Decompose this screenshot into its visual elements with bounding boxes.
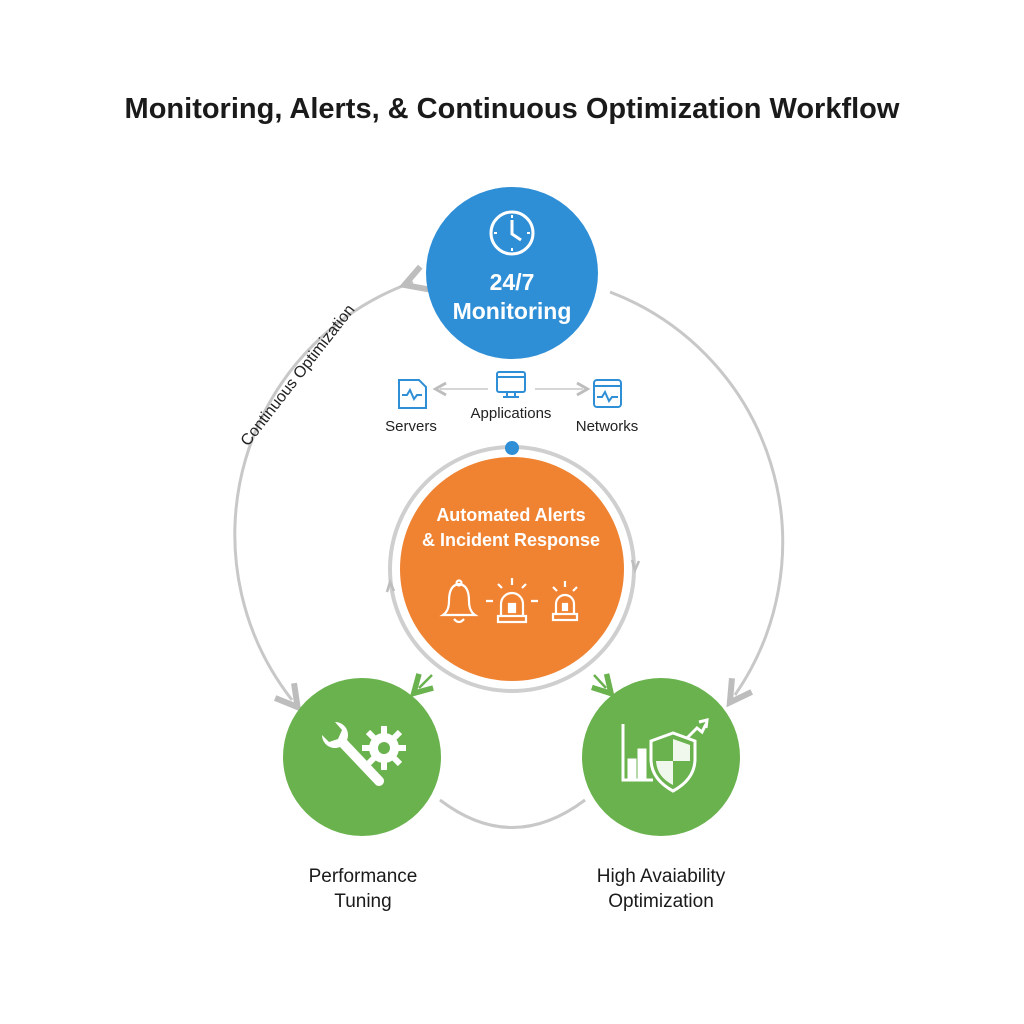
performance-node[interactable]	[283, 678, 441, 836]
wrench-gear-icon	[322, 722, 406, 786]
diagram-title: Monitoring, Alerts, & Continuous Optimiz…	[125, 93, 900, 125]
bell-icon	[439, 579, 479, 624]
servers-item: Servers	[385, 379, 437, 435]
connector-dot	[505, 441, 519, 455]
availability-line1: High Avaiability	[597, 866, 726, 887]
networks-label: Networks	[576, 418, 639, 435]
availability-line2: Optimization	[608, 891, 714, 912]
siren-icon-small	[551, 581, 579, 622]
loop-arc-right	[609, 290, 785, 695]
alerts-line1: Automated Alerts	[436, 505, 585, 525]
applications-item: Applications	[471, 371, 552, 422]
monitoring-node[interactable]: 24/7 Monitoring	[426, 187, 598, 359]
monitoring-line2: Monitoring	[453, 298, 572, 324]
availability-node[interactable]	[582, 678, 740, 836]
network-icon	[593, 379, 622, 408]
alerts-line2: & Incident Response	[422, 530, 600, 550]
loop-label: Continuous Optimization	[238, 302, 359, 450]
chart-shield-icon	[621, 718, 709, 793]
loop-arc-left	[233, 282, 413, 700]
server-icon	[398, 379, 427, 409]
monitor-icon	[496, 371, 526, 398]
clock-icon	[489, 210, 535, 256]
performance-line2: Tuning	[334, 891, 391, 912]
siren-icon	[486, 578, 538, 624]
loop-arc-bottom	[439, 798, 586, 829]
performance-line1: Performance	[309, 866, 418, 887]
monitoring-line1: 24/7	[490, 269, 535, 295]
alerts-node[interactable]: Automated Alerts & Incident Response	[400, 457, 624, 681]
networks-item: Networks	[576, 379, 639, 435]
applications-label: Applications	[471, 405, 552, 422]
servers-label: Servers	[385, 418, 437, 435]
